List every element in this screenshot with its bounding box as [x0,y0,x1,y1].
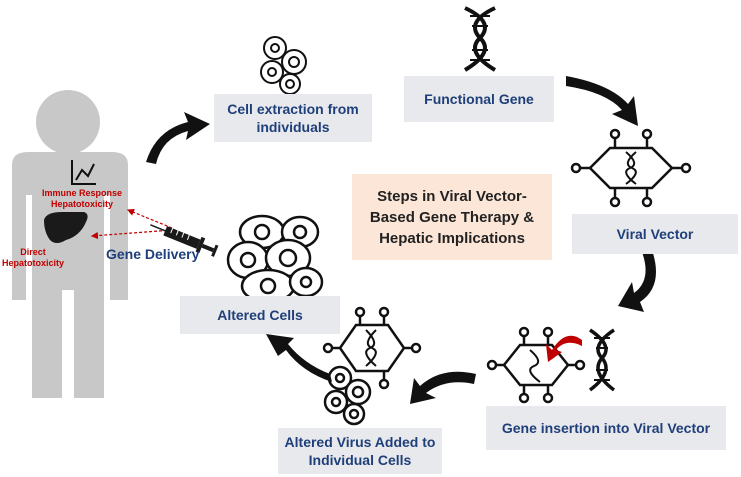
cell-extraction-label: Cell extraction from individuals [227,101,359,135]
functional-gene-label: Functional Gene [424,91,534,107]
gene-insertion-box: Gene insertion into Viral Vector [486,406,726,450]
chart-icon [71,160,96,185]
immune-response-line1: Immune Response [41,188,123,198]
person-silhouette-icon [12,90,128,398]
dna-icon-small [588,328,616,392]
direct-hepatotoxicity-label: Direct Hepatotoxicity [0,247,66,269]
altered-cells-box: Altered Cells [180,296,340,334]
viral-vector-label: Viral Vector [616,226,694,242]
altered-cells-icon [226,214,324,304]
viral-vector-box: Viral Vector [572,214,738,254]
red-curved-arrow-icon [546,335,582,362]
direct-line2: Hepatotoxicity [1,258,64,268]
dna-icon [463,6,497,72]
immune-response-line2: Hepatotoxicity [50,199,113,209]
altered-virus-label: Altered Virus Added to Individual Cells [284,434,436,468]
syringe-icon [150,224,219,257]
altered-cells-label: Altered Cells [217,307,303,323]
functional-gene-box: Functional Gene [404,76,554,122]
cells-icon [260,36,307,95]
liver-icon [44,212,88,243]
altered-virus-box: Altered Virus Added to Individual Cells [278,428,442,474]
curved-arrow-icon [146,76,656,404]
red-dashed-arrows [90,208,173,240]
diagram-title: Steps in Viral Vector-Based Gene Therapy… [352,174,552,260]
direct-line1: Direct [20,247,46,257]
immune-response-label: Immune Response Hepatotoxicity [38,188,126,210]
virus-cells-icon [322,306,422,426]
gene-delivery-label: Gene Delivery [106,246,200,262]
virus-icon [570,128,692,208]
cell-extraction-box: Cell extraction from individuals [214,94,372,142]
diagram-title-text: Steps in Viral Vector-Based Gene Therapy… [369,187,535,247]
gene-insertion-label: Gene insertion into Viral Vector [501,420,711,436]
